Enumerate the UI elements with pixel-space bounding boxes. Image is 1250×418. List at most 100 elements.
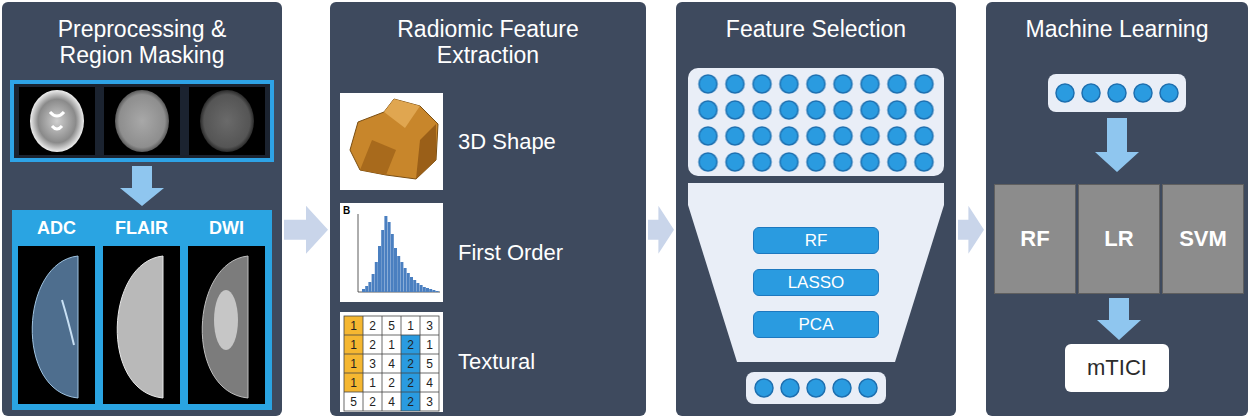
mesh-facet: [384, 99, 420, 128]
sequence-label-box: DWI: [188, 214, 265, 242]
matrix-cell: 2: [407, 376, 414, 390]
hemisphere-mask: [202, 256, 248, 398]
matrix-cell-box: 1: [344, 316, 363, 335]
feature-type-box: Textural: [458, 347, 638, 377]
matrix-cell-box: 2: [382, 373, 401, 392]
feature-type-box: 3D Shape: [458, 127, 638, 157]
stage-panel: Machine LearningRFLRSVMmTICI: [986, 2, 1248, 416]
shape-render: [340, 93, 443, 190]
texture-matrix: [340, 312, 443, 412]
matrix-cell-box: 1: [382, 335, 401, 354]
matrix-cell-box: 2: [363, 316, 382, 335]
box-label: PCA: [799, 315, 834, 335]
matrix-cell-box: 1: [420, 335, 439, 354]
matrix-cell: 1: [350, 376, 357, 390]
method-box: RF: [753, 227, 879, 254]
matrix-cell-box: 3: [420, 316, 439, 335]
image-frame: [340, 93, 443, 190]
box-label: LR: [1104, 226, 1133, 252]
masked-regions: [12, 210, 272, 410]
mri-image: [19, 87, 95, 155]
down-arrow: [1095, 118, 1139, 172]
mesh-facet: [360, 140, 396, 175]
matrix-cell: 4: [388, 395, 395, 409]
model-box: LR: [1078, 184, 1160, 294]
axes: [358, 214, 440, 292]
panel-title: Feature Selection: [686, 16, 946, 42]
mask-image: [188, 246, 265, 404]
feature-dots: [695, 71, 938, 175]
matrix-cell-box: 5: [344, 392, 363, 411]
matrix-cell: 2: [369, 395, 376, 409]
matrix-cell-box: 2: [401, 392, 420, 411]
stage-panel: Feature SelectionRF LASSO PCA: [676, 2, 956, 416]
box-label: RF: [805, 231, 828, 251]
selection-funnel: [688, 183, 944, 362]
panel-title: Preprocessing & Region Masking: [36, 16, 248, 69]
panel-background: [676, 2, 956, 416]
matrix-cell: 1: [388, 338, 395, 352]
feature-type-box: First Order: [458, 238, 638, 268]
down-arrow: [120, 166, 164, 206]
panel-title: Machine Learning: [992, 16, 1242, 42]
feature-type: 3D Shape: [458, 129, 556, 155]
panel-title: Radiomic Feature Extraction: [377, 16, 599, 69]
feature-dots: [1052, 80, 1182, 106]
matrix-cell: 2: [388, 376, 395, 390]
matrix-cell: 1: [369, 376, 376, 390]
matrix-cell-box: 2: [363, 392, 382, 411]
model-box: SVM: [1162, 184, 1244, 294]
matrix-cell-box: 2: [401, 335, 420, 354]
sequence-label: DWI: [209, 218, 244, 239]
panel-background: [2, 2, 282, 416]
matrix-cell-box: 3: [420, 392, 439, 411]
matrix-cell: 5: [426, 357, 433, 371]
matrix-cell: 3: [369, 357, 376, 371]
selected-features: [746, 372, 886, 404]
matrix-cell: 2: [369, 338, 376, 352]
matrix-cell-box: 4: [382, 354, 401, 373]
hemisphere-mask: [117, 256, 163, 398]
mri-image: [104, 87, 180, 155]
matrix-cell-box: 3: [363, 354, 382, 373]
outcome-box: mTICI: [1065, 344, 1169, 392]
matrix-cell: 1: [350, 319, 357, 333]
matrix-cell: 5: [388, 319, 395, 333]
matrix-cell-box: 1: [401, 316, 420, 335]
matrix-cell-box: 5: [382, 316, 401, 335]
image-frame: [340, 312, 443, 412]
flow-arrow: [1097, 298, 1141, 340]
feature-type: First Order: [458, 240, 563, 266]
matrix-cell-box: 1: [344, 335, 363, 354]
matrix-cell-box: 2: [363, 335, 382, 354]
feature-dots: [751, 375, 881, 401]
matrix-cell: 1: [350, 357, 357, 371]
flow-arrow: [648, 206, 674, 254]
matrix-cell: 2: [407, 357, 414, 371]
box-label: mTICI: [1087, 355, 1147, 381]
matrix-cell: 2: [369, 319, 376, 333]
panel-letter-box: B: [343, 204, 355, 216]
mri-strip: [12, 82, 272, 160]
matrix-cell: 1: [407, 319, 414, 333]
panel-background: [330, 2, 646, 416]
matrix-cell-box: 2: [401, 354, 420, 373]
input-features: [1048, 74, 1186, 112]
matrix-cell-box: 1: [363, 373, 382, 392]
tumor-mesh: [350, 99, 438, 179]
matrix-cell-box: 4: [382, 392, 401, 411]
stage-panel: Preprocessing & Region Masking: [2, 2, 282, 416]
method-box: LASSO: [753, 269, 879, 296]
matrix-cell: 5: [350, 395, 357, 409]
bars: [362, 216, 439, 292]
matrix-cell-box: 1: [344, 373, 363, 392]
mesh-facet: [416, 124, 436, 179]
matrix-cell: 3: [426, 319, 433, 333]
flow-arrow: [284, 206, 328, 254]
matrix-cell: 1: [350, 338, 357, 352]
matrix-cell: 4: [388, 357, 395, 371]
matrix-cell-box: 1: [344, 354, 363, 373]
matrix-cell: 4: [426, 376, 433, 390]
